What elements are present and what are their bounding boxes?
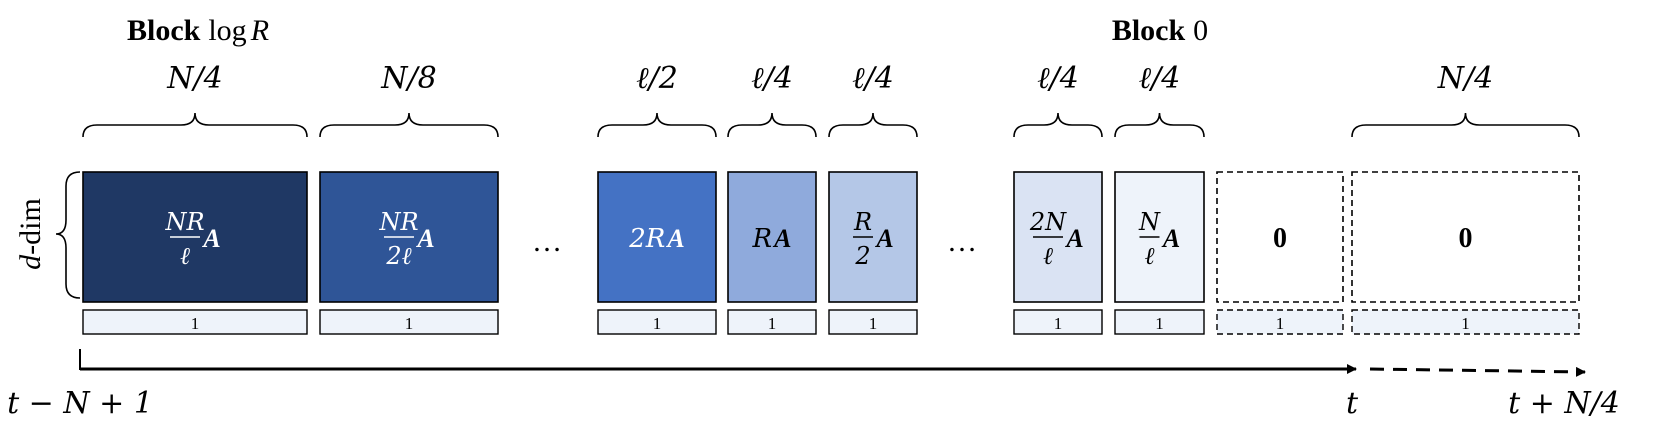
size-label: ℓ/2 <box>636 61 678 96</box>
count-rect <box>319 309 499 335</box>
coef-numerator: NR <box>164 208 204 236</box>
block-zero-a: 01 <box>1216 171 1344 335</box>
count-rect <box>1351 309 1580 335</box>
size-label: N/4 <box>1437 61 1493 96</box>
block-n-over-l: NℓA 1 <box>1114 171 1205 335</box>
matrix-symbol: A <box>1064 224 1083 253</box>
time-axis-dashed <box>1369 366 1586 377</box>
matrix-symbol: A <box>415 224 434 253</box>
zero-label: 0 <box>1273 223 1287 254</box>
count-rect <box>1013 309 1103 335</box>
matrix-symbol: A <box>1161 224 1180 253</box>
ellipsis-right: … <box>947 225 977 258</box>
vertical-brace <box>55 171 81 299</box>
coef-denominator: 2 <box>854 242 870 270</box>
count-rect <box>597 309 717 335</box>
axis-label-start: t − N + 1 <box>7 386 153 421</box>
size-label: ℓ/4 <box>1037 61 1079 96</box>
axis-label-t: t <box>1346 386 1359 421</box>
count-label: 1 <box>653 314 662 333</box>
count-label: 1 <box>1054 314 1063 333</box>
block-r: RA 1 <box>727 171 817 335</box>
coef-label: RA <box>752 224 792 254</box>
block-rect <box>727 171 817 303</box>
count-label: 1 <box>405 314 414 333</box>
block-rect <box>597 171 717 303</box>
coef-denominator: ℓ <box>1043 242 1053 270</box>
size-label: ℓ/4 <box>1139 61 1181 96</box>
block-zero-b: 01 <box>1351 171 1580 335</box>
block-nr-over-2l: NR 2ℓA 1 <box>319 171 499 335</box>
coef-numerator: NR <box>378 208 418 236</box>
coef-denominator: ℓ <box>180 242 190 270</box>
size-label: ℓ/4 <box>751 61 793 96</box>
block-rect <box>1351 171 1580 303</box>
size-brace <box>828 112 918 138</box>
count-rect <box>1216 309 1344 335</box>
block-2n-over-l: 2N ℓA 1 <box>1013 171 1103 335</box>
size-brace <box>1013 112 1103 138</box>
size-brace <box>82 112 308 138</box>
ellipsis-left: … <box>532 225 562 258</box>
block-r-over-2: R 2A 1 <box>828 171 918 335</box>
size-label: N/4 <box>166 61 222 96</box>
count-label: 1 <box>191 314 200 333</box>
coef-denominator: 2ℓ <box>385 242 411 270</box>
count-rect <box>828 309 918 335</box>
size-label: ℓ/4 <box>852 61 894 96</box>
axis-label-end: t + N/4 <box>1508 386 1620 421</box>
coef-label: 2RA <box>628 224 684 254</box>
count-rect <box>1114 309 1205 335</box>
block-nr-over-l: NR ℓA 1 <box>82 171 308 335</box>
size-brace <box>1114 112 1205 138</box>
count-rect <box>82 309 308 335</box>
block-rect <box>1216 171 1344 303</box>
count-label: 1 <box>1461 314 1470 333</box>
d-dim-label: d-dim <box>14 198 47 270</box>
coef-numerator: N <box>1138 208 1161 236</box>
size-label: N/8 <box>380 61 436 96</box>
block-2r: 2RA 1 <box>597 171 717 335</box>
size-braces: N/4 N/8 ℓ/2 ℓ/4 ℓ/4 ℓ/4 ℓ/4 N/4 <box>82 61 1580 138</box>
count-rect <box>727 309 817 335</box>
count-label: 1 <box>768 314 777 333</box>
matrix-symbol: A <box>201 224 220 253</box>
size-brace <box>597 112 717 138</box>
count-label: 1 <box>1155 314 1164 333</box>
count-label: 1 <box>1276 314 1285 333</box>
coef-denominator: ℓ <box>1145 242 1155 270</box>
size-brace <box>1351 112 1580 138</box>
coef-numerator: R <box>853 208 872 236</box>
count-label: 1 <box>869 314 878 333</box>
size-brace <box>727 112 817 138</box>
size-brace <box>319 112 499 138</box>
matrix-symbol: A <box>874 224 893 253</box>
coef-numerator: 2N <box>1029 208 1067 236</box>
zero-label: 0 <box>1459 223 1473 254</box>
